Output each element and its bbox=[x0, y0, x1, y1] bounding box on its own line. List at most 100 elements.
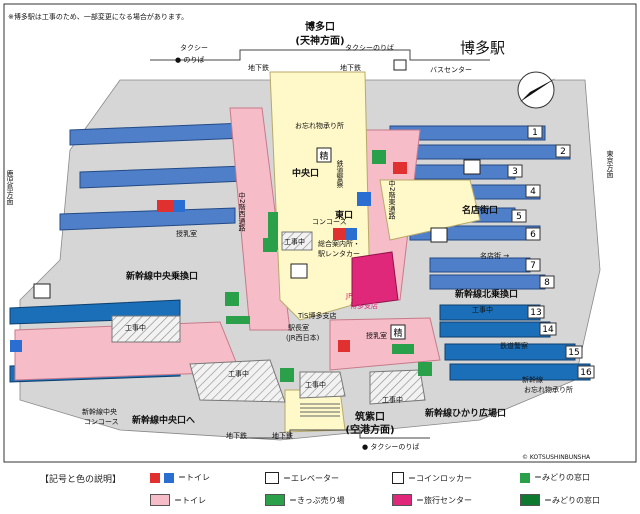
legend-title: 【記号と色の説明】 bbox=[40, 475, 122, 485]
construction-label: 工事中 bbox=[472, 305, 493, 314]
direction-tokyo: 東京方面 bbox=[606, 149, 614, 179]
taxi-pool-label: ● のりば bbox=[175, 55, 204, 64]
legend-locker: ＝コインロッカー bbox=[392, 472, 472, 484]
exit-hakata: 博多口 bbox=[305, 20, 335, 33]
legend-elevator: ＝エレベーター bbox=[265, 472, 339, 484]
platform-number: 7 bbox=[530, 261, 536, 271]
construction-zone-5 bbox=[281, 231, 313, 251]
svg-text:精: 精 bbox=[393, 327, 402, 339]
midori-icon bbox=[280, 368, 294, 382]
meitengai-concourse bbox=[379, 179, 481, 241]
direction-kagoshima: 鹿児島方面 bbox=[6, 169, 14, 206]
jr-travel-label: JR九州旅行 bbox=[345, 291, 381, 300]
midori-icon bbox=[520, 472, 530, 483]
subway-label: 地下鉄 bbox=[340, 63, 361, 72]
platform-number: 2 bbox=[560, 147, 566, 157]
station-office-label: (JR西日本) bbox=[286, 333, 320, 342]
rent-a-car-label: 駅レンタカー bbox=[318, 249, 360, 258]
midori-icon bbox=[225, 292, 239, 306]
svg-text:精: 精 bbox=[319, 150, 328, 162]
legend-toilet-area: ＝トイレ bbox=[150, 494, 206, 506]
elevator-icon bbox=[290, 263, 308, 279]
construction-label: 工事中 bbox=[228, 369, 249, 378]
jr-travel-label: 博多支店 bbox=[350, 301, 378, 310]
taxi-pool-right-label: タクシーのりば bbox=[345, 43, 394, 52]
exit-east: 東口 bbox=[335, 209, 353, 221]
pink-swatch bbox=[150, 494, 170, 506]
magenta-swatch bbox=[392, 494, 412, 506]
exit-shinkansen-central: 新幹線中央乗換口 bbox=[126, 270, 198, 282]
toilet-icon bbox=[10, 340, 22, 352]
platform-number: 16 bbox=[580, 368, 592, 378]
platform-number: 5 bbox=[516, 212, 522, 222]
copyright: © KOTSUSHINBUNSHA bbox=[522, 454, 591, 461]
exit-shinkansen-hikari: 新幹線ひかり広場口 bbox=[425, 407, 506, 419]
wheelchair-icon bbox=[357, 192, 371, 206]
map-canvas: 1 2 3 4 5 6 7 8 13 14 15 16 精 精 ※博多駅は工事の… bbox=[3, 3, 637, 463]
construction-zone-4 bbox=[369, 369, 426, 405]
platform-labels: 1 2 3 4 5 6 7 8 13 14 15 16 bbox=[507, 125, 595, 379]
subway-label: 地下鉄 bbox=[272, 431, 293, 440]
midori-icon bbox=[263, 238, 277, 252]
nursing-room-label: 授乳室 bbox=[366, 331, 387, 340]
platform-number: 1 bbox=[532, 128, 538, 138]
lost-found-label: お忘れ物承り所 bbox=[295, 121, 344, 130]
elevator-icon bbox=[33, 283, 51, 299]
legend-toilet: ＝トイレ bbox=[150, 472, 210, 483]
platform-number: 14 bbox=[542, 325, 554, 335]
platform-number: 3 bbox=[512, 167, 518, 177]
shinkansen-label: 新幹線 bbox=[522, 375, 543, 384]
tis-label: TiS博多支店 bbox=[297, 311, 336, 320]
east-2f-corridor: 中2階東通路 bbox=[388, 179, 396, 220]
construction-label: 工事中 bbox=[284, 237, 305, 246]
exit-meitengai: 名店街口 bbox=[462, 204, 498, 216]
platform-number: 4 bbox=[530, 187, 536, 197]
ticket-area-2 bbox=[226, 316, 250, 324]
legend-travel: ＝旅行センター bbox=[392, 494, 472, 506]
taxi-bottom-label: ● タクシーのりば bbox=[362, 442, 419, 451]
concourse-label: コンコース bbox=[312, 218, 347, 226]
toilet-icon bbox=[157, 200, 185, 212]
toilet-icon bbox=[150, 472, 160, 483]
platform-number: 6 bbox=[530, 230, 536, 240]
ticket-area-1 bbox=[268, 212, 278, 250]
construction-zone-1 bbox=[111, 315, 181, 343]
legend-ticket: ＝きっぷ売り場 bbox=[265, 494, 345, 506]
subway-label: 地下鉄 bbox=[248, 63, 269, 72]
central-concourse bbox=[269, 71, 371, 321]
nursing-room-label: 授乳室 bbox=[176, 229, 197, 238]
info-icon: 精 bbox=[390, 324, 406, 340]
shinkansen-concourse-label: 新幹線中央 bbox=[82, 407, 117, 416]
wheelchair-icon bbox=[164, 472, 174, 483]
info-center-label: 総合案内所・ bbox=[318, 239, 360, 248]
elevator-icon bbox=[430, 227, 448, 243]
construction-label: 工事中 bbox=[382, 395, 403, 404]
jr-travel-center bbox=[351, 251, 399, 307]
ticket-area-3 bbox=[392, 344, 414, 354]
exit-chikushi: 筑紫口 bbox=[355, 410, 385, 423]
police-label: 鉄道警察 bbox=[500, 341, 528, 350]
shinkansen-concourse-label: コンコース bbox=[84, 418, 119, 426]
midori-icon bbox=[418, 362, 432, 376]
taxi-label: タクシー bbox=[180, 43, 208, 52]
chikushi-stairs bbox=[300, 403, 340, 417]
station-office-label: 駅長室 bbox=[288, 323, 309, 332]
platform-number: 13 bbox=[530, 308, 541, 318]
exit-shinkansen-central-exit: 新幹線中央口へ bbox=[132, 414, 195, 426]
exit-hakata-direction: (天神方面) bbox=[295, 34, 344, 47]
green-swatch bbox=[265, 494, 285, 506]
construction-label: 工事中 bbox=[305, 380, 326, 389]
hakata-plaza-edge bbox=[150, 49, 490, 61]
elevator-icon bbox=[265, 472, 279, 484]
construction-label: 工事中 bbox=[125, 323, 146, 332]
compass-icon bbox=[517, 71, 556, 109]
toilet-icon bbox=[338, 340, 350, 352]
direction-meitengai: 名店街 → bbox=[480, 251, 509, 260]
construction-zone-3 bbox=[299, 371, 346, 399]
toilet-icon bbox=[393, 162, 407, 174]
legend: 【記号と色の説明】 ＝トイレ ＝エレベーター ＝コインロッカー ＝みどりの窓口 … bbox=[0, 466, 640, 514]
chikushi-plaza-edge bbox=[240, 429, 430, 439]
exit-shinkansen-north: 新幹線北乗換口 bbox=[455, 288, 518, 300]
police-label: 鉄道警察 bbox=[336, 159, 344, 188]
